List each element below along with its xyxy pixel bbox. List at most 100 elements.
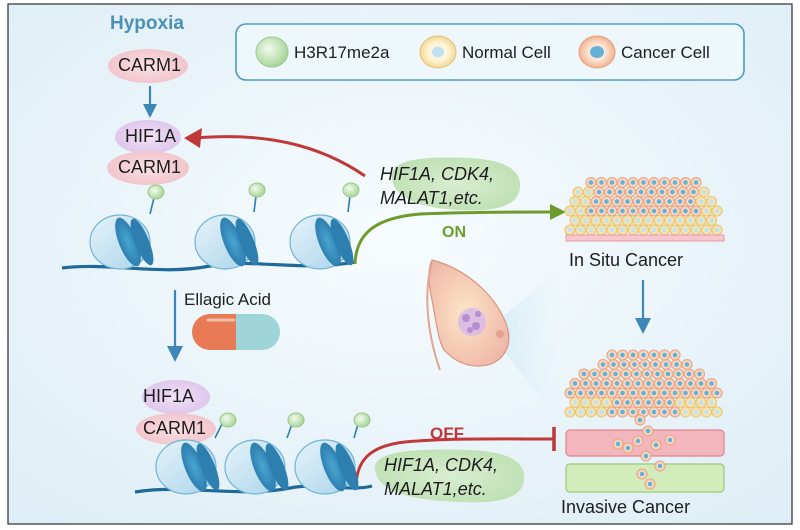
- cell-nucleus: [641, 208, 646, 214]
- cell-nucleus: [588, 227, 594, 233]
- hif1a-blob-top: [115, 120, 181, 154]
- cell-nucleus: [670, 189, 675, 195]
- cell-nucleus: [656, 199, 662, 204]
- cell-nucleus: [651, 409, 657, 415]
- cell-nucleus: [604, 400, 609, 405]
- progression-arrow-head: [635, 318, 651, 334]
- cell-nucleus: [620, 409, 625, 415]
- cell-nucleus: [672, 390, 678, 396]
- cell-nucleus: [615, 441, 621, 447]
- cell-nucleus: [662, 409, 667, 415]
- cell-nucleus: [578, 409, 583, 415]
- on-label: ON: [442, 224, 466, 241]
- cell-nucleus: [572, 218, 578, 223]
- lower-genes-line1: HIF1A, CDK4,: [384, 455, 499, 475]
- cell-nucleus: [693, 227, 699, 233]
- cell-nucleus: [599, 409, 604, 415]
- cell-nucleus: [651, 390, 657, 396]
- cell-nucleus: [614, 400, 620, 405]
- cell-nucleus: [604, 381, 609, 386]
- cell-nucleus: [599, 208, 604, 214]
- cell-nucleus: [625, 381, 630, 386]
- nucleosome-upper-2: [194, 182, 266, 270]
- cell-nucleus: [704, 227, 709, 233]
- cell-nucleus: [693, 390, 699, 396]
- cell-nucleus: [714, 390, 720, 396]
- legend-label-normal-cell: Normal Cell: [462, 43, 551, 62]
- cell-nucleus: [586, 189, 591, 195]
- nucleosome-upper-1: [89, 184, 165, 270]
- lower-gene-blob: [374, 449, 525, 503]
- cell-nucleus: [688, 400, 693, 405]
- cell-nucleus: [593, 199, 599, 204]
- cell-nucleus: [588, 208, 594, 214]
- cell-nucleus: [688, 199, 693, 204]
- cell-nucleus: [641, 352, 646, 358]
- cell-nucleus: [655, 371, 660, 377]
- cell-nucleus: [667, 400, 672, 405]
- cell-nucleus: [578, 227, 583, 233]
- cell-nucleus: [714, 227, 720, 233]
- activation-arrow: [194, 135, 366, 178]
- cell-nucleus: [677, 381, 683, 386]
- cell-nucleus: [609, 352, 615, 358]
- cell-nucleus: [659, 189, 665, 195]
- nucleosome-lower-2: [224, 412, 305, 495]
- cell-nucleus: [620, 180, 625, 185]
- upper-gene-blob: [392, 157, 521, 211]
- cell-nucleus: [583, 218, 588, 223]
- nucleosome-lower-1: [155, 412, 237, 495]
- cell-nucleus: [583, 400, 588, 405]
- cell-nucleus: [596, 189, 602, 195]
- cell-nucleus: [635, 400, 641, 405]
- hif1a-label-top: HIF1A: [125, 126, 177, 146]
- cell-nucleus: [656, 218, 662, 223]
- cell-nucleus: [651, 352, 657, 358]
- in-situ-cancer-label: In Situ Cancer: [569, 250, 684, 270]
- legend-label-methyl: H3R17me2a: [294, 43, 390, 62]
- cell-nucleus: [672, 180, 678, 185]
- cell-nucleus: [635, 218, 641, 223]
- breast-tissue-icon: [426, 259, 510, 371]
- legend-swatch-methyl: [255, 36, 289, 68]
- recruit-arrow-head: [143, 104, 157, 118]
- cell-nucleus: [609, 227, 615, 233]
- cell-nucleus: [593, 218, 599, 223]
- cell-nucleus: [634, 371, 639, 377]
- cell-nucleus: [620, 390, 625, 396]
- cell-nucleus: [704, 390, 709, 396]
- cell-nucleus: [662, 352, 667, 358]
- cell-nucleus: [632, 362, 637, 367]
- cell-nucleus: [609, 180, 615, 185]
- on-arrow-head: [550, 204, 566, 220]
- cell-nucleus: [600, 362, 606, 367]
- cell-nucleus: [620, 208, 625, 214]
- legend-swatch-normal-cell: [419, 35, 457, 69]
- cell-nucleus: [662, 390, 667, 396]
- cell-nucleus: [630, 352, 636, 358]
- cell-nucleus: [641, 227, 646, 233]
- cell-nucleus: [663, 362, 669, 367]
- off-inhibition-arrow: [354, 437, 554, 489]
- legend-label-cancer-cell: Cancer Cell: [621, 43, 710, 62]
- cell-nucleus: [657, 463, 663, 469]
- cell-nucleus: [572, 381, 578, 386]
- cell-nucleus: [638, 189, 644, 195]
- cell-nucleus: [578, 390, 583, 396]
- cell-nucleus: [572, 199, 578, 204]
- cell-nucleus: [698, 218, 704, 223]
- cell-nucleus: [677, 199, 683, 204]
- cell-nucleus: [714, 409, 720, 415]
- carm1-label-complex: CARM1: [118, 157, 182, 177]
- cell-nucleus: [656, 400, 662, 405]
- cell-nucleus: [630, 208, 636, 214]
- cell-nucleus: [667, 381, 672, 386]
- cell-nucleus: [649, 189, 654, 195]
- cell-nucleus: [588, 180, 594, 185]
- cell-nucleus: [667, 218, 672, 223]
- cell-nucleus: [630, 227, 636, 233]
- cell-nucleus: [583, 199, 588, 204]
- cell-nucleus: [653, 442, 659, 448]
